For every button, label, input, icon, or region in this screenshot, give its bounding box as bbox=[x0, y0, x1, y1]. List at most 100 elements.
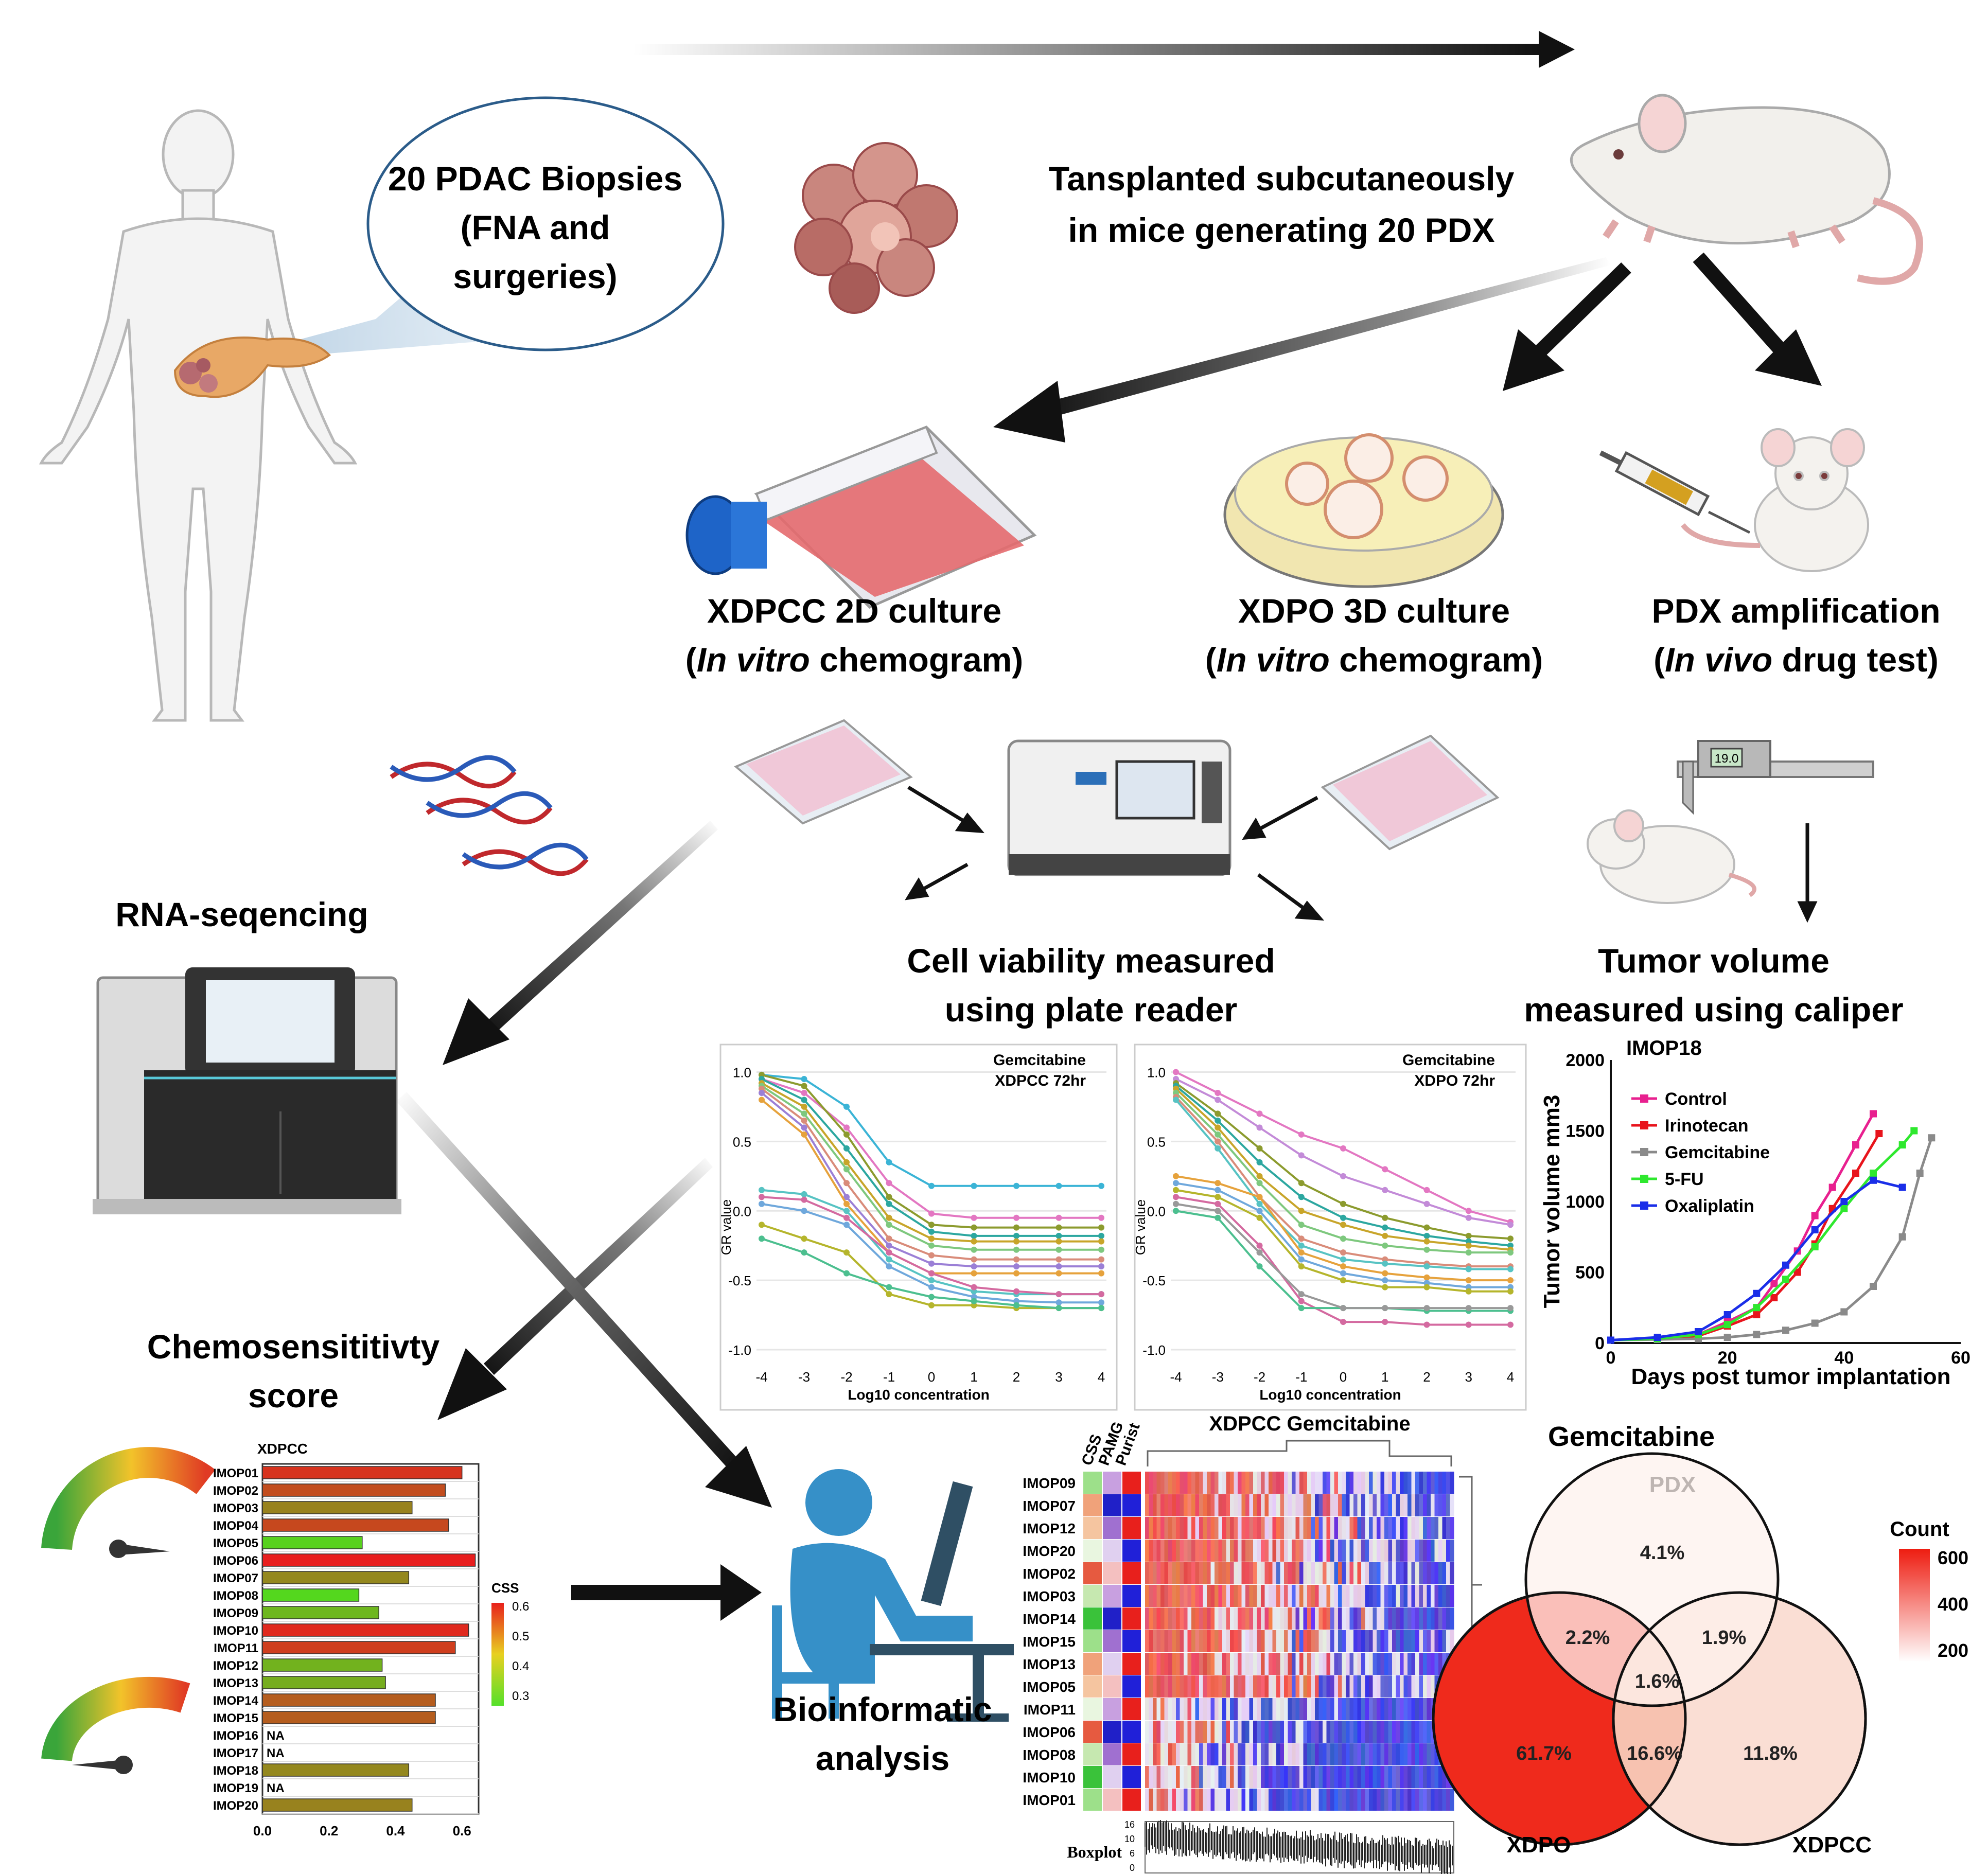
heatmap-cell bbox=[1330, 1675, 1334, 1698]
heatmap-cell bbox=[1292, 1743, 1296, 1765]
css-bar bbox=[262, 1763, 410, 1777]
heatmap-cell bbox=[1187, 1675, 1192, 1698]
chart-title: IMOP18 bbox=[1626, 1037, 1702, 1059]
heatmap-cell bbox=[1261, 1494, 1265, 1516]
gr-point bbox=[886, 1291, 892, 1298]
heatmap-cell bbox=[1245, 1472, 1250, 1494]
heatmap-cell bbox=[1280, 1789, 1285, 1811]
gr-point bbox=[1055, 1238, 1062, 1245]
heatmap-cell bbox=[1207, 1630, 1211, 1652]
heatmap-cell bbox=[1357, 1585, 1362, 1607]
gr-point bbox=[1465, 1266, 1472, 1272]
heatmap-cell bbox=[1215, 1562, 1219, 1584]
annotation-cell bbox=[1122, 1472, 1141, 1494]
heatmap-cell bbox=[1176, 1789, 1180, 1811]
heatmap-cell bbox=[1427, 1675, 1431, 1698]
heatmap-cell bbox=[1203, 1540, 1207, 1562]
heatmap-cell bbox=[1419, 1698, 1423, 1720]
tumor-point bbox=[1753, 1311, 1761, 1318]
heatmap-cell bbox=[1377, 1630, 1381, 1652]
heatmap-cell bbox=[1299, 1698, 1304, 1720]
heatmap-cell bbox=[1438, 1540, 1442, 1562]
heatmap-cell bbox=[1357, 1540, 1362, 1562]
y-axis-label: GR value bbox=[718, 1199, 734, 1255]
heatmap-cell bbox=[1311, 1630, 1315, 1652]
heatmap-cell bbox=[1408, 1653, 1412, 1675]
heatmap-cell bbox=[1172, 1607, 1176, 1630]
gr-point bbox=[928, 1270, 935, 1277]
venn-legend-tick: 600 bbox=[1938, 1547, 1968, 1568]
heatmap-cell bbox=[1160, 1585, 1165, 1607]
heatmap-cell bbox=[1215, 1653, 1219, 1675]
heatmap-cell bbox=[1303, 1562, 1308, 1584]
gr-point bbox=[801, 1235, 807, 1242]
heatmap-cell bbox=[1384, 1766, 1388, 1788]
gr-point bbox=[886, 1180, 892, 1187]
gr-point bbox=[1173, 1097, 1179, 1103]
gr-point bbox=[971, 1224, 977, 1231]
heatmap-cell bbox=[1199, 1562, 1203, 1584]
heatmap-cell bbox=[1191, 1607, 1195, 1630]
boxplot-tick: 6 bbox=[1130, 1848, 1135, 1859]
y-axis-label: Tumor volume mm3 bbox=[1539, 1095, 1564, 1309]
heatmap-cell bbox=[1241, 1472, 1246, 1494]
heatmap-cell bbox=[1431, 1607, 1435, 1630]
heatmap-cell bbox=[1269, 1562, 1273, 1584]
heatmap-cell bbox=[1346, 1743, 1350, 1765]
heatmap-cell bbox=[1299, 1766, 1304, 1788]
heatmap-cell bbox=[1249, 1721, 1254, 1743]
heatmap-cell bbox=[1153, 1494, 1157, 1516]
heatmap-cell bbox=[1396, 1630, 1400, 1652]
gr-point bbox=[843, 1214, 850, 1221]
heatmap-cell bbox=[1377, 1698, 1381, 1720]
heatmap-cell bbox=[1392, 1607, 1396, 1630]
heatmap-cell bbox=[1295, 1675, 1300, 1698]
heatmap-cell bbox=[1210, 1494, 1215, 1516]
heatmap-cell bbox=[1419, 1630, 1423, 1652]
y-tick-label: 2000 bbox=[1565, 1051, 1605, 1070]
tumor-point bbox=[1898, 1183, 1906, 1191]
heatmap-cell bbox=[1392, 1766, 1396, 1788]
heatmap-cell bbox=[1419, 1472, 1423, 1494]
heatmap-cell bbox=[1153, 1789, 1157, 1811]
heatmap-cell bbox=[1346, 1698, 1350, 1720]
heatmap-cell bbox=[1226, 1472, 1230, 1494]
transplant-line2: in mice generating 20 PDX bbox=[1068, 211, 1495, 249]
heatmap-cell bbox=[1145, 1562, 1149, 1584]
x-tick-label: -4 bbox=[755, 1369, 767, 1385]
heatmap-cell bbox=[1145, 1675, 1149, 1698]
heatmap-cell bbox=[1315, 1585, 1319, 1607]
heatmap-cell bbox=[1388, 1607, 1393, 1630]
heatmap-cell bbox=[1442, 1607, 1447, 1630]
gr-point bbox=[1256, 1263, 1263, 1270]
heatmap-cell bbox=[1330, 1494, 1334, 1516]
tumor-point bbox=[1753, 1304, 1761, 1312]
annotation-cell bbox=[1122, 1789, 1141, 1811]
heatmap-cell bbox=[1400, 1585, 1404, 1607]
heatmap-cell bbox=[1338, 1540, 1342, 1562]
heatmap-cell bbox=[1338, 1675, 1342, 1698]
heatmap-cell bbox=[1272, 1562, 1277, 1584]
heatmap-cell bbox=[1168, 1562, 1172, 1584]
heatmap-cell bbox=[1318, 1562, 1323, 1584]
gr-point bbox=[801, 1208, 807, 1214]
heatmap-cell bbox=[1280, 1540, 1285, 1562]
annotation-cell bbox=[1103, 1562, 1121, 1584]
heatmap-cell bbox=[1184, 1472, 1188, 1494]
heatmap-cell bbox=[1388, 1675, 1393, 1698]
heatmap-cell bbox=[1207, 1675, 1211, 1698]
heatmap-cell bbox=[1210, 1585, 1215, 1607]
heatmap-cell bbox=[1191, 1675, 1195, 1698]
heatmap-cell bbox=[1423, 1789, 1427, 1811]
heatmap-cell bbox=[1145, 1698, 1149, 1720]
heatmap-cell bbox=[1423, 1585, 1427, 1607]
heatmap-cell bbox=[1145, 1472, 1149, 1494]
tumor-point bbox=[1828, 1183, 1836, 1191]
heatmap-cell bbox=[1403, 1540, 1408, 1562]
gr-point bbox=[1423, 1200, 1430, 1207]
heatmap-cell bbox=[1222, 1540, 1226, 1562]
heatmap-cell bbox=[1234, 1766, 1238, 1788]
gr-point bbox=[1340, 1173, 1346, 1179]
heatmap-cell bbox=[1280, 1494, 1285, 1516]
